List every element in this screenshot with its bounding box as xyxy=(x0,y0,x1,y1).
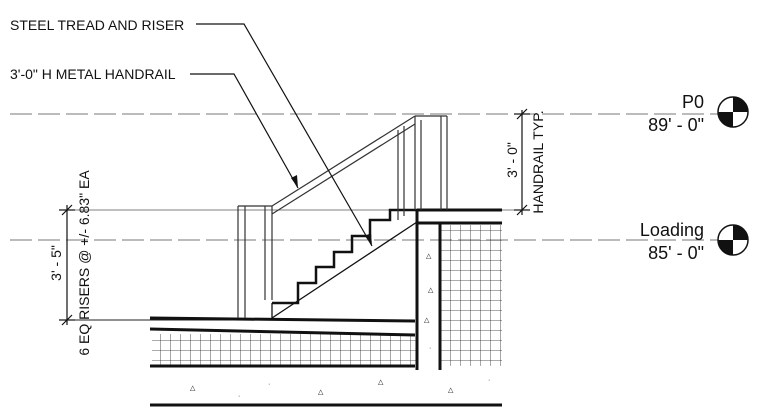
metal-handrail xyxy=(237,115,448,318)
label-steel-tread-riser: STEEL TREAD AND RISER xyxy=(10,17,184,33)
lower-slab-grid-hatch xyxy=(152,334,417,366)
level-elevation-p0: 89' - 0" xyxy=(648,115,704,135)
dimension-handrail-height xyxy=(514,108,530,216)
leader-tread-riser xyxy=(196,23,373,247)
concrete-aggregate-marks: △ △ △ · △ · △ △ △ · · xyxy=(190,253,490,400)
svg-text:△: △ xyxy=(448,387,454,394)
level-datum-p0-icon xyxy=(717,96,749,128)
label-risers-note: 6 EQ RISERS @ +/- 6.83" EA xyxy=(76,170,92,356)
svg-text:△: △ xyxy=(426,253,432,260)
label-handrail-height: 3' - 0" xyxy=(504,142,520,178)
stair xyxy=(271,208,418,319)
level-datum-loading-icon xyxy=(717,224,749,256)
level-elevation-loading: 85' - 0" xyxy=(648,243,704,263)
slab-outlines xyxy=(149,208,502,407)
level-name-p0: P0 xyxy=(682,92,704,112)
svg-text:·: · xyxy=(268,381,270,388)
svg-text:△: △ xyxy=(190,385,196,392)
svg-text:·: · xyxy=(429,345,431,352)
leader-handrail xyxy=(190,73,299,189)
dimension-stair-rise xyxy=(59,204,75,326)
wall-grid-hatch xyxy=(440,225,502,366)
svg-text:△: △ xyxy=(318,389,324,396)
svg-text:△: △ xyxy=(428,287,434,294)
label-stair-rise-dimension: 3' - 5" xyxy=(48,245,64,281)
svg-text:·: · xyxy=(238,393,240,400)
stair-treads-risers xyxy=(272,208,417,305)
svg-text:·: · xyxy=(488,377,490,384)
level-name-loading: Loading xyxy=(640,220,704,240)
stair-stringer xyxy=(271,221,418,319)
svg-text:△: △ xyxy=(424,317,430,324)
svg-text:△: △ xyxy=(378,379,384,386)
label-handrail-typ: HANDRAIL TYP. xyxy=(530,110,546,213)
label-metal-handrail: 3'-0" H METAL HANDRAIL xyxy=(10,66,176,82)
